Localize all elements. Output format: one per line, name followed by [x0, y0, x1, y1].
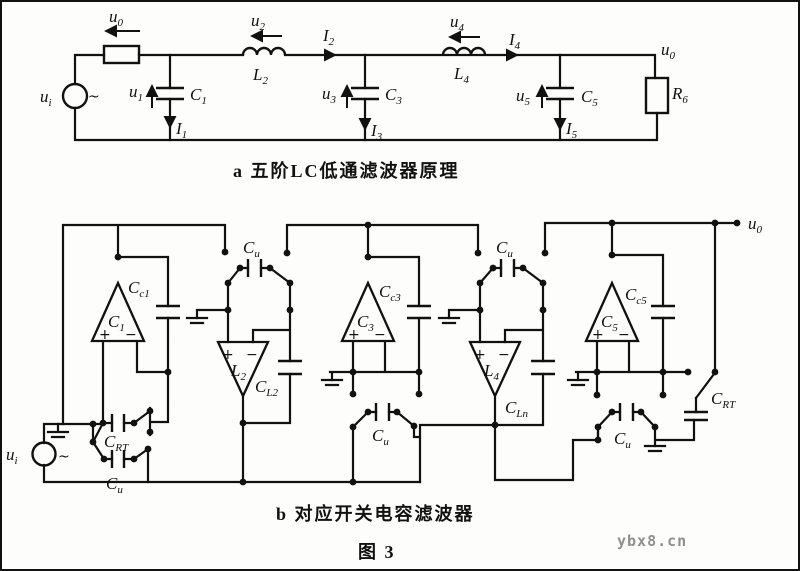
label-cc5: Cc5	[625, 285, 647, 307]
label-cu-23: Cu	[372, 426, 389, 448]
label-cln: CLn	[505, 398, 528, 420]
minus-l4: −	[498, 347, 510, 363]
capacitor-cc3	[407, 304, 431, 320]
opamp-c5-triangle	[584, 280, 640, 343]
label-cc1: Cc1	[128, 278, 150, 300]
ground-cu45	[643, 444, 667, 453]
capacitor-cc1	[156, 304, 180, 320]
switched-cap-cu-23	[351, 403, 497, 484]
label-a-u0-out: u0	[661, 40, 676, 62]
label-a-l2: L2	[252, 65, 268, 87]
label-opamp-l4: L4	[483, 361, 499, 383]
ground-input	[46, 422, 70, 439]
label-crt-in: CRT	[104, 432, 129, 454]
minus-c3: −	[374, 327, 386, 343]
figure-number: 图 3	[358, 542, 396, 562]
label-b-ui: ui	[6, 445, 18, 467]
stage-c3	[285, 223, 480, 396]
inductor-l2	[241, 46, 287, 56]
junction-dots	[89, 219, 741, 486]
ground-l4	[437, 316, 461, 325]
minus-c1: −	[125, 327, 137, 343]
resistor-r6	[644, 76, 670, 115]
opamp-c1-triangle	[90, 280, 146, 343]
label-a-u3: u3	[322, 84, 337, 106]
tilde-a: ~	[88, 89, 100, 105]
plus-l2: +	[222, 347, 234, 363]
label-a-l4: L4	[453, 64, 469, 86]
plus-c5: +	[592, 327, 604, 343]
stage-c5	[543, 221, 739, 397]
label-a-c5: C5	[581, 87, 598, 109]
label-a-i5: I5	[565, 119, 578, 141]
plus-c1: +	[99, 327, 111, 343]
stage-l2	[185, 308, 302, 484]
label-a-i3: I3	[370, 121, 383, 143]
label-a-c3: C3	[385, 85, 402, 107]
plus-c3: +	[348, 327, 360, 343]
label-cc3: Cc3	[379, 282, 401, 304]
label-b-u0: u0	[748, 214, 763, 236]
label-opamp-c1: C1	[108, 312, 125, 334]
inductor-l4	[441, 46, 487, 56]
label-a-ui: ui	[40, 87, 52, 109]
label-a-r6: R6	[671, 84, 688, 106]
minus-l2: −	[246, 347, 258, 363]
input-block	[31, 409, 422, 484]
opamp-l4-triangle	[468, 340, 522, 399]
ground-c3	[320, 378, 344, 387]
ac-source-b	[31, 441, 57, 467]
opamp-c3-triangle	[340, 280, 396, 343]
plus-l4: +	[474, 347, 486, 363]
tilde-b: ~	[58, 449, 70, 465]
switched-cap-crt-out	[684, 372, 716, 422]
label-opamp-l2: L2	[230, 361, 246, 383]
label-cu-in: Cu	[106, 474, 123, 496]
label-cu-45: Cu	[614, 429, 631, 451]
resistor-series	[102, 44, 141, 65]
caption-b: b 对应开关电容滤波器	[276, 503, 475, 524]
switched-cap-cu-12	[226, 259, 292, 312]
capacitor-cln	[531, 359, 555, 376]
label-opamp-c5: C5	[601, 312, 618, 334]
opamp-l2-triangle	[216, 340, 270, 399]
label-cl2: CL2	[255, 377, 278, 399]
label-a-u0-top: u0	[109, 7, 124, 29]
capacitor-cc5	[651, 304, 675, 320]
watermark: ybx8.cn	[617, 532, 687, 550]
ground-l2	[185, 316, 209, 325]
circuit-b-switched-cap: ui ~ Cc1 C1 + − Cu + − L2 CL2 Cc3 C3 + −…	[6, 214, 763, 496]
ac-source-a	[61, 82, 89, 110]
stage-l4	[437, 308, 600, 482]
label-crt-out: CRT	[711, 389, 736, 411]
label-a-u2: u2	[251, 11, 266, 33]
capacitor-cl2	[278, 359, 302, 376]
label-opamp-c3: C3	[357, 312, 374, 334]
label-a-u1: u1	[129, 82, 143, 104]
caption-a: a 五阶LC低通滤波器原理	[233, 160, 460, 181]
stage-c1	[61, 223, 227, 437]
label-a-c1: C1	[190, 85, 207, 107]
minus-c5: −	[618, 327, 630, 343]
label-a-u5: u5	[516, 86, 531, 108]
label-a-i4: I4	[508, 30, 521, 52]
ground-c5	[566, 378, 590, 387]
circuit-a-lc-ladder: ui ~ u0 u1 C1 I1 u2 L2 I2 u3 C3 I3 u4 L4…	[40, 7, 688, 143]
label-a-i2: I2	[322, 26, 335, 48]
label-a-i1: I1	[175, 119, 187, 141]
label-a-u4: u4	[450, 12, 465, 34]
switched-cap-cu-34	[478, 259, 545, 312]
capacitor-crt-in	[110, 414, 126, 432]
label-cu-12: Cu	[243, 238, 260, 260]
switched-cap-cu-45	[596, 403, 696, 453]
label-cu-34: Cu	[496, 238, 513, 260]
